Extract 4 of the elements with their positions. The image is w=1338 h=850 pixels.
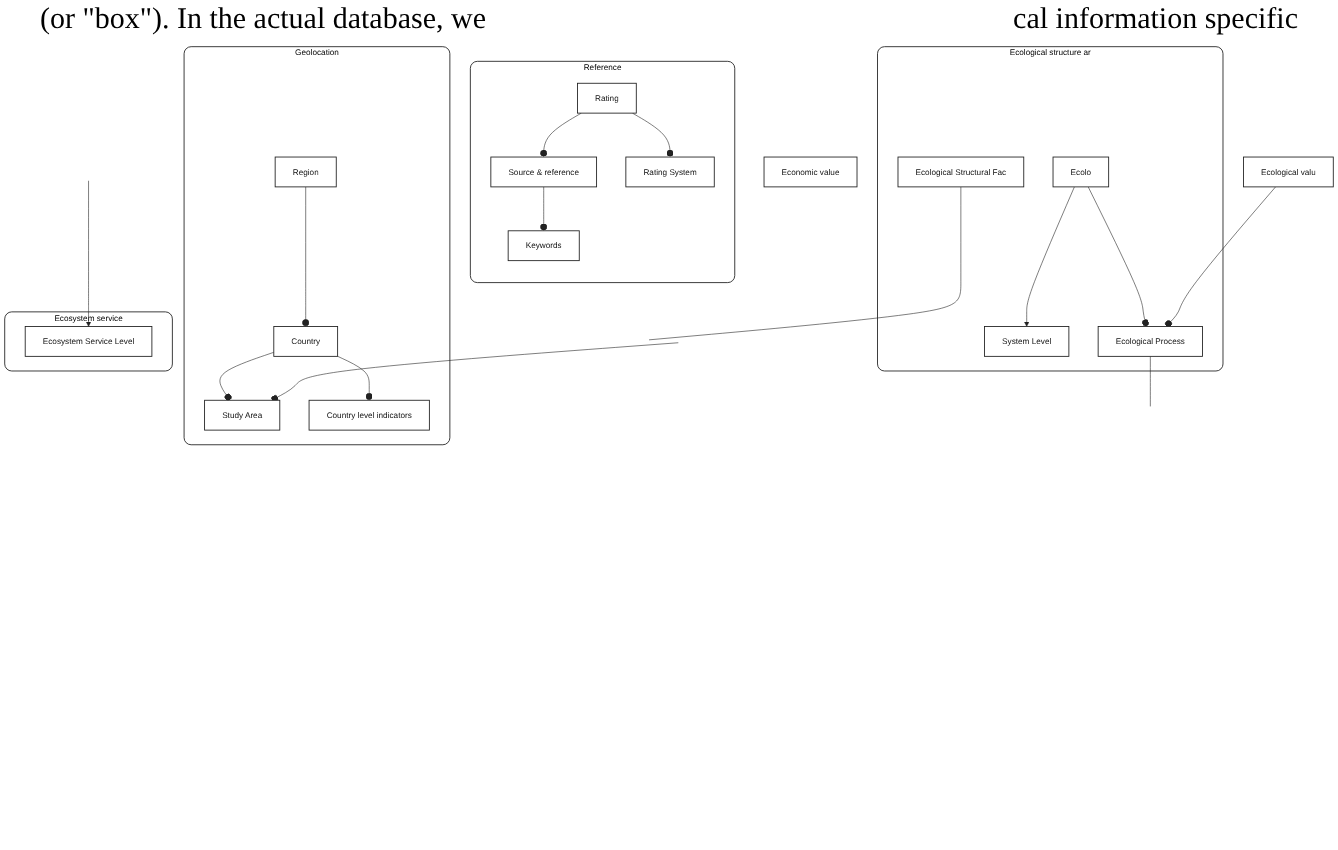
body-text: (or "box"). In the actual database, we	[40, 4, 486, 38]
connector-line	[1150, 356, 1151, 407]
connector-line	[648, 186, 962, 341]
body-text: cal information specific	[1013, 4, 1298, 38]
